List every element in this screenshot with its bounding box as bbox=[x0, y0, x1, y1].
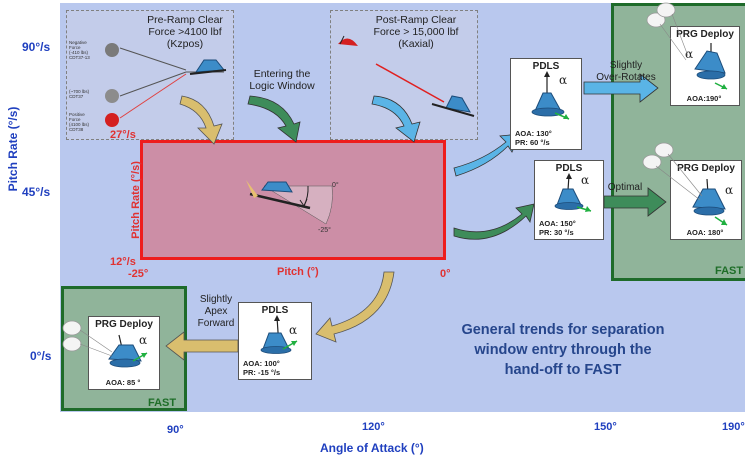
arrow-to-pdls100 bbox=[315, 271, 395, 343]
window-bottom-rate: 12°/s bbox=[110, 256, 136, 268]
window-pitch-max: 0° bbox=[440, 268, 451, 280]
card-pr: PR: 30 °/s bbox=[539, 228, 574, 237]
capsule-icon bbox=[694, 43, 728, 90]
card-title: PRG Deploy bbox=[95, 319, 153, 330]
arrow-entry-green bbox=[247, 95, 301, 143]
parachute-icon-190 bbox=[646, 2, 689, 61]
label-slightly-apex-forward: Slightly Apex Forward bbox=[197, 294, 235, 329]
capsule-icon bbox=[554, 173, 592, 212]
alpha-symbol: α bbox=[725, 183, 734, 197]
label-slightly-over-rotates: Slightly Over-Rotates bbox=[596, 60, 656, 83]
card-footer: AOA:190° bbox=[671, 94, 737, 103]
card-title: PRG Deploy bbox=[676, 29, 734, 40]
card-footer: AOA: 100° PR: -15 °/s bbox=[243, 359, 309, 377]
window-angle-neg25: -25° bbox=[318, 227, 331, 234]
prg-card-180: PRG Deploy α AOA: 180° bbox=[670, 160, 742, 240]
arrow-to-pdls150 bbox=[453, 203, 535, 240]
card-aoa: AOA: 180° bbox=[686, 228, 724, 237]
card-pr: PR: -15 °/s bbox=[243, 368, 281, 377]
card-aoa: AOA: 100° bbox=[243, 359, 280, 368]
card-title: PDLS bbox=[261, 305, 289, 316]
arrow-to-prg180 bbox=[603, 187, 667, 217]
parachute-icon-180 bbox=[642, 142, 703, 201]
arrow-to-prg190 bbox=[583, 73, 659, 103]
y-tick-45: 45°/s bbox=[22, 185, 51, 199]
fast-label-right: FAST bbox=[715, 265, 744, 277]
card-title: PDLS bbox=[555, 163, 583, 174]
pre-ramp-legend-3: Positive Force (4100 lbs) CDT38 bbox=[69, 112, 90, 132]
window-angle-0: 0° bbox=[332, 182, 339, 189]
alpha-symbol: α bbox=[685, 47, 694, 61]
alpha-symbol: α bbox=[581, 173, 590, 187]
capsule-icon bbox=[108, 334, 148, 368]
card-aoa: AOA: 130° bbox=[515, 129, 552, 138]
card-pr: PR: 60 °/s bbox=[515, 138, 550, 147]
prg-card-85: PRG Deploy α AOA: 85 ° bbox=[88, 316, 160, 390]
pre-ramp-title: Pre-Ramp Clear Force >4100 lbf (Kzpos) bbox=[147, 14, 223, 50]
capsule-icon bbox=[692, 178, 728, 226]
alpha-symbol: α bbox=[139, 333, 148, 347]
card-footer: AOA: 130° PR: 60 °/s bbox=[515, 129, 579, 147]
fast-label-left: FAST bbox=[148, 397, 177, 409]
label-optimal: Optimal bbox=[607, 182, 643, 193]
pdls-card-130: PDLS α AOA: 130° PR: 60 °/s bbox=[510, 58, 582, 150]
window-top-rate: 27°/s bbox=[110, 129, 136, 141]
capsule-icon bbox=[260, 315, 298, 354]
x-tick-120: 120° bbox=[362, 421, 385, 433]
x-axis-title: Angle of Attack (°) bbox=[320, 441, 424, 455]
alpha-symbol: α bbox=[559, 73, 568, 87]
alpha-symbol: α bbox=[289, 323, 298, 337]
entering-window-label: Entering the Logic Window bbox=[249, 68, 315, 92]
card-title: PDLS bbox=[532, 61, 560, 72]
card-footer: AOA: 85 ° bbox=[89, 378, 157, 387]
window-x-label: Pitch (°) bbox=[277, 266, 319, 278]
x-tick-190: 190° bbox=[722, 421, 745, 433]
pre-ramp-legend-1: Negative Force (-410 lbs) CDT37-13 bbox=[69, 40, 90, 60]
card-aoa: AOA: 85 ° bbox=[105, 378, 141, 387]
post-ramp-title: Post-Ramp Clear Force > 15,000 lbf (Kaxi… bbox=[373, 14, 459, 50]
capsule-icon bbox=[531, 71, 570, 120]
pre-ramp-legend-2: (~700 lbs) CDT37 bbox=[69, 89, 90, 99]
y-tick-0: 0°/s bbox=[30, 349, 52, 363]
arrow-to-prg85 bbox=[165, 331, 239, 361]
card-aoa: AOA: 150° bbox=[539, 219, 576, 228]
general-trends-text: General trends for separation window ent… bbox=[461, 322, 665, 378]
pdls-card-150: PDLS α AOA: 150° PR: 30 °/s bbox=[534, 160, 604, 240]
arrow-entry-blue bbox=[371, 95, 421, 143]
x-tick-90: 90° bbox=[167, 424, 184, 436]
parachute-icon-85 bbox=[62, 320, 113, 357]
arrow-entry-tan bbox=[179, 95, 223, 145]
card-footer: AOA: 150° PR: 30 °/s bbox=[539, 219, 601, 237]
y-tick-90: 90°/s bbox=[22, 40, 51, 54]
card-footer: AOA: 180° bbox=[671, 228, 739, 237]
pdls-card-100: PDLS α AOA: 100° PR: -15 °/s bbox=[238, 302, 312, 380]
x-tick-150: 150° bbox=[594, 421, 617, 433]
card-aoa: AOA:190° bbox=[686, 94, 722, 103]
card-title: PRG Deploy bbox=[677, 163, 735, 174]
window-pitch-min: -25° bbox=[128, 268, 149, 280]
